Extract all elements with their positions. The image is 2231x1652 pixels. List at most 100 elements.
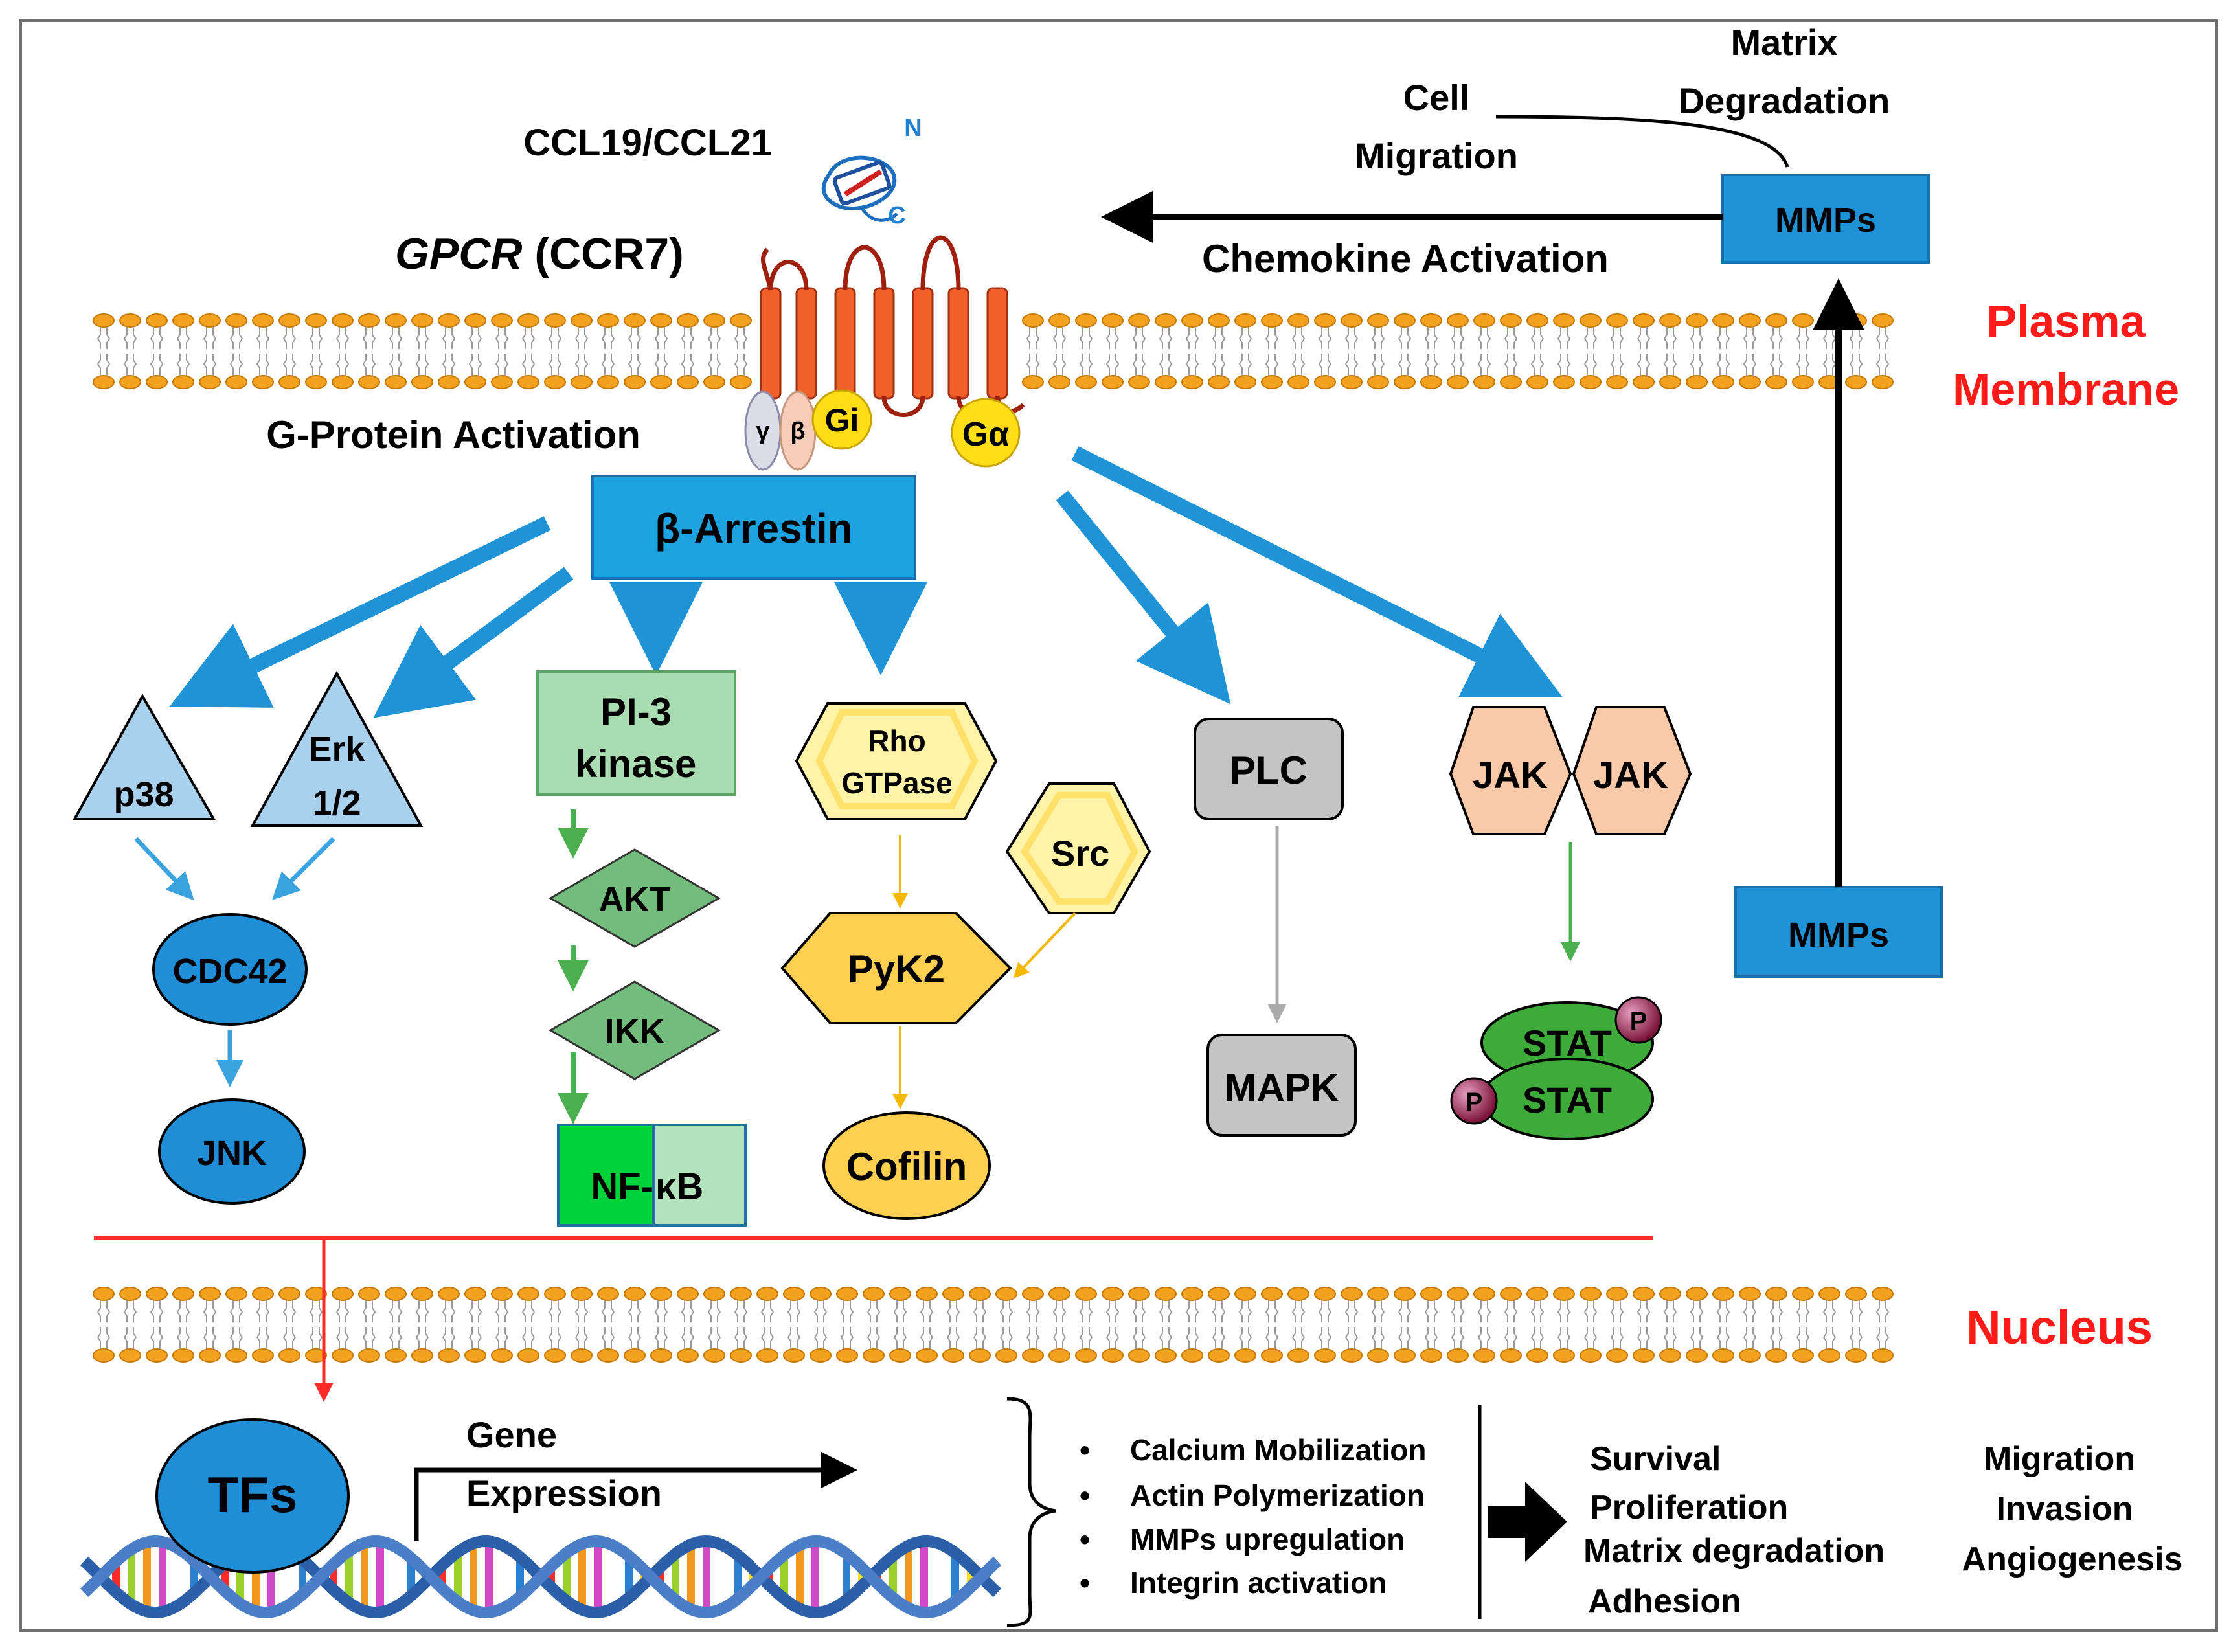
- n-terminus-label: N: [904, 115, 922, 142]
- cofilin-node: [822, 1111, 991, 1220]
- phospholipid: [278, 353, 300, 389]
- mmps-bottom-box: [1734, 886, 1943, 978]
- phospholipid: [1872, 1287, 1894, 1323]
- phospholipid: [1287, 313, 1309, 350]
- phospholipid: [464, 1287, 486, 1323]
- extracellular-loop: [843, 245, 887, 291]
- arrestin-arrows: [169, 446, 1563, 718]
- effect-item: Calcium Mobilization: [1130, 1433, 1426, 1467]
- phospholipid: [810, 1287, 832, 1323]
- phospholipid: [1208, 1287, 1230, 1323]
- phospholipid: [1553, 1326, 1575, 1363]
- phospholipid: [358, 1326, 380, 1363]
- jnk-node: [158, 1098, 306, 1205]
- phospholipid: [1287, 1287, 1309, 1323]
- cofilin-label: Cofilin: [846, 1145, 968, 1188]
- phospholipid: [1314, 313, 1336, 350]
- stat-label-a: STAT: [1523, 1023, 1612, 1063]
- phospholipid: [1553, 313, 1575, 350]
- phospholipid: [438, 353, 460, 389]
- phospholipid: [1394, 313, 1416, 350]
- phospholipid: [677, 1326, 699, 1363]
- phospholipid: [1367, 313, 1389, 350]
- phospholipid: [332, 1287, 354, 1323]
- phospholipid: [225, 1326, 247, 1363]
- phospholipid: [146, 1287, 168, 1323]
- gi-subunit: [811, 389, 872, 450]
- erk-triangle: [250, 670, 424, 827]
- phospholipid: [411, 1287, 433, 1323]
- nfkb-label-2: κB: [655, 1166, 703, 1208]
- phospholipid: [1872, 353, 1894, 389]
- phospholipid: [650, 353, 672, 389]
- phospholipid: [438, 1287, 460, 1323]
- phospholipid: [1261, 353, 1283, 389]
- phospholipid: [411, 1326, 433, 1363]
- phospholipid: [703, 313, 725, 350]
- phospholipid: [1712, 1326, 1734, 1363]
- stat-label-b: STAT: [1523, 1080, 1612, 1120]
- phospholipid: [1659, 1287, 1681, 1323]
- phospholipid: [650, 1287, 672, 1323]
- phospholipid: [1181, 313, 1203, 350]
- phospholipid: [1792, 1287, 1814, 1323]
- phospholipid: [942, 1287, 964, 1323]
- pi3-label-1: PI-3: [600, 690, 672, 734]
- phospholipid: [119, 353, 141, 389]
- receptor-helix: [912, 287, 934, 400]
- effect-bullet: •: [1080, 1522, 1090, 1556]
- phospholipid: [597, 1326, 619, 1363]
- phospholipid: [730, 1326, 752, 1363]
- phospholipid: [544, 353, 566, 389]
- phospholipid: [1580, 1287, 1602, 1323]
- phospholipid: [1473, 1287, 1495, 1323]
- outcome-item: Matrix degradation: [1583, 1532, 1885, 1570]
- phospholipid: [305, 313, 327, 350]
- rho-label-2: GTPase: [841, 766, 952, 800]
- phospholipid: [730, 1287, 752, 1323]
- phospholipid: [411, 353, 433, 389]
- nucleus-label: Nucleus: [1966, 1300, 2153, 1354]
- phospholipid: [1739, 1326, 1761, 1363]
- receptor-helix: [760, 287, 782, 400]
- phospholipid: [836, 1287, 858, 1323]
- chemokine-ligand-icon: [821, 155, 898, 222]
- receptor-helix: [834, 287, 856, 400]
- phospholipid: [730, 353, 752, 389]
- phospholipid: [385, 353, 407, 389]
- rho-path-arrows: [892, 835, 1076, 1109]
- phospholipid: [624, 353, 646, 389]
- phospholipid: [1500, 1287, 1522, 1323]
- phospholipid: [1208, 353, 1230, 389]
- phospholipid: [1234, 353, 1256, 389]
- chemokine-activation-label: Chemokine Activation: [1202, 237, 1609, 280]
- phospholipid: [464, 313, 486, 350]
- phospholipid: [93, 353, 115, 389]
- ikk-diamond: [548, 980, 721, 1080]
- dna-strand: [80, 1535, 1002, 1619]
- phospholipid: [1580, 1326, 1602, 1363]
- p38-label: p38: [113, 775, 174, 814]
- phospholipid: [1526, 313, 1548, 350]
- src-inner-ring: [1021, 792, 1138, 905]
- matrix-label-1: Matrix: [1731, 22, 1838, 63]
- phospholipid: [1181, 1287, 1203, 1323]
- phospholipid: [1686, 313, 1708, 350]
- rho-inner-ring: [815, 709, 979, 809]
- phospholipid: [1394, 1287, 1416, 1323]
- phospholipid: [1261, 1287, 1283, 1323]
- gene-label: Gene: [466, 1414, 557, 1455]
- phospholipid: [1606, 313, 1628, 350]
- outcome-item: Invasion: [1997, 1490, 2133, 1528]
- phospholipid: [1102, 353, 1124, 389]
- phospholipid: [889, 1326, 911, 1363]
- phospholipid: [1712, 313, 1734, 350]
- phospholipid: [146, 353, 168, 389]
- phospholipid: [332, 353, 354, 389]
- phospholipid: [1553, 1287, 1575, 1323]
- phospholipid: [199, 1287, 221, 1323]
- phospholipid: [491, 353, 513, 389]
- phospholipid: [1048, 1287, 1070, 1323]
- phospholipid: [225, 353, 247, 389]
- nuclear-membrane: [93, 1287, 1894, 1363]
